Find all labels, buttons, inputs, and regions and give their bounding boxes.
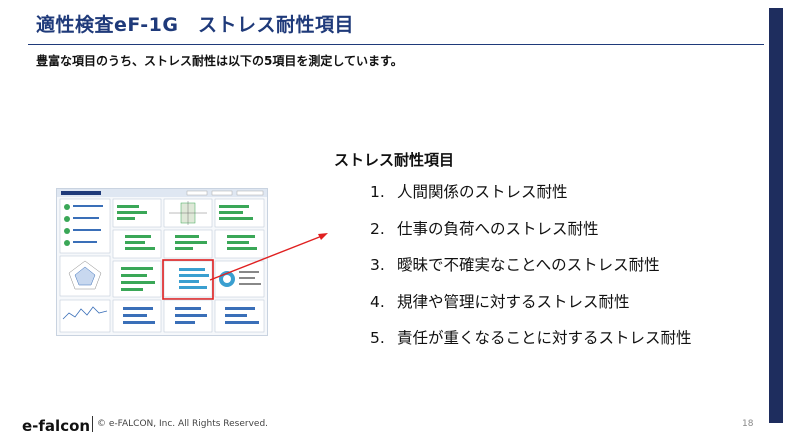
list-item: 1. 人間関係のストレス耐性: [370, 183, 568, 201]
slide-title: 適性検査eF-1G ストレス耐性項目: [36, 14, 354, 36]
slide-subtitle: 豊富な項目のうち、ストレス耐性は以下の5項目を測定しています。: [36, 54, 403, 68]
stress-items-heading: ストレス耐性項目: [334, 151, 455, 169]
list-item: 4. 規律や管理に対するストレス耐性: [370, 292, 630, 311]
list-item: 5. 責任が重くなることに対するストレス耐性: [370, 329, 692, 347]
stress-items-list: 1. 人間関係のストレス耐性 2. 仕事の負荷へのストレス耐性 3. 曖昧で不確…: [370, 180, 691, 363]
list-item: 3. 曖昧で不確実なことへのストレス耐性: [370, 256, 660, 274]
side-accent-bar: [769, 8, 783, 423]
report-sheet-illustration: [57, 189, 267, 333]
copyright-text: © e-FALCON, Inc. All Rights Reserved.: [97, 419, 269, 429]
title-divider: [28, 44, 764, 45]
company-logo: e-falcon: [22, 417, 91, 435]
report-sheet-thumbnail: [56, 188, 268, 336]
footer-divider: [92, 416, 93, 432]
page-number: 18: [742, 419, 754, 429]
list-item: 2. 仕事の負荷へのストレス耐性: [370, 219, 599, 238]
